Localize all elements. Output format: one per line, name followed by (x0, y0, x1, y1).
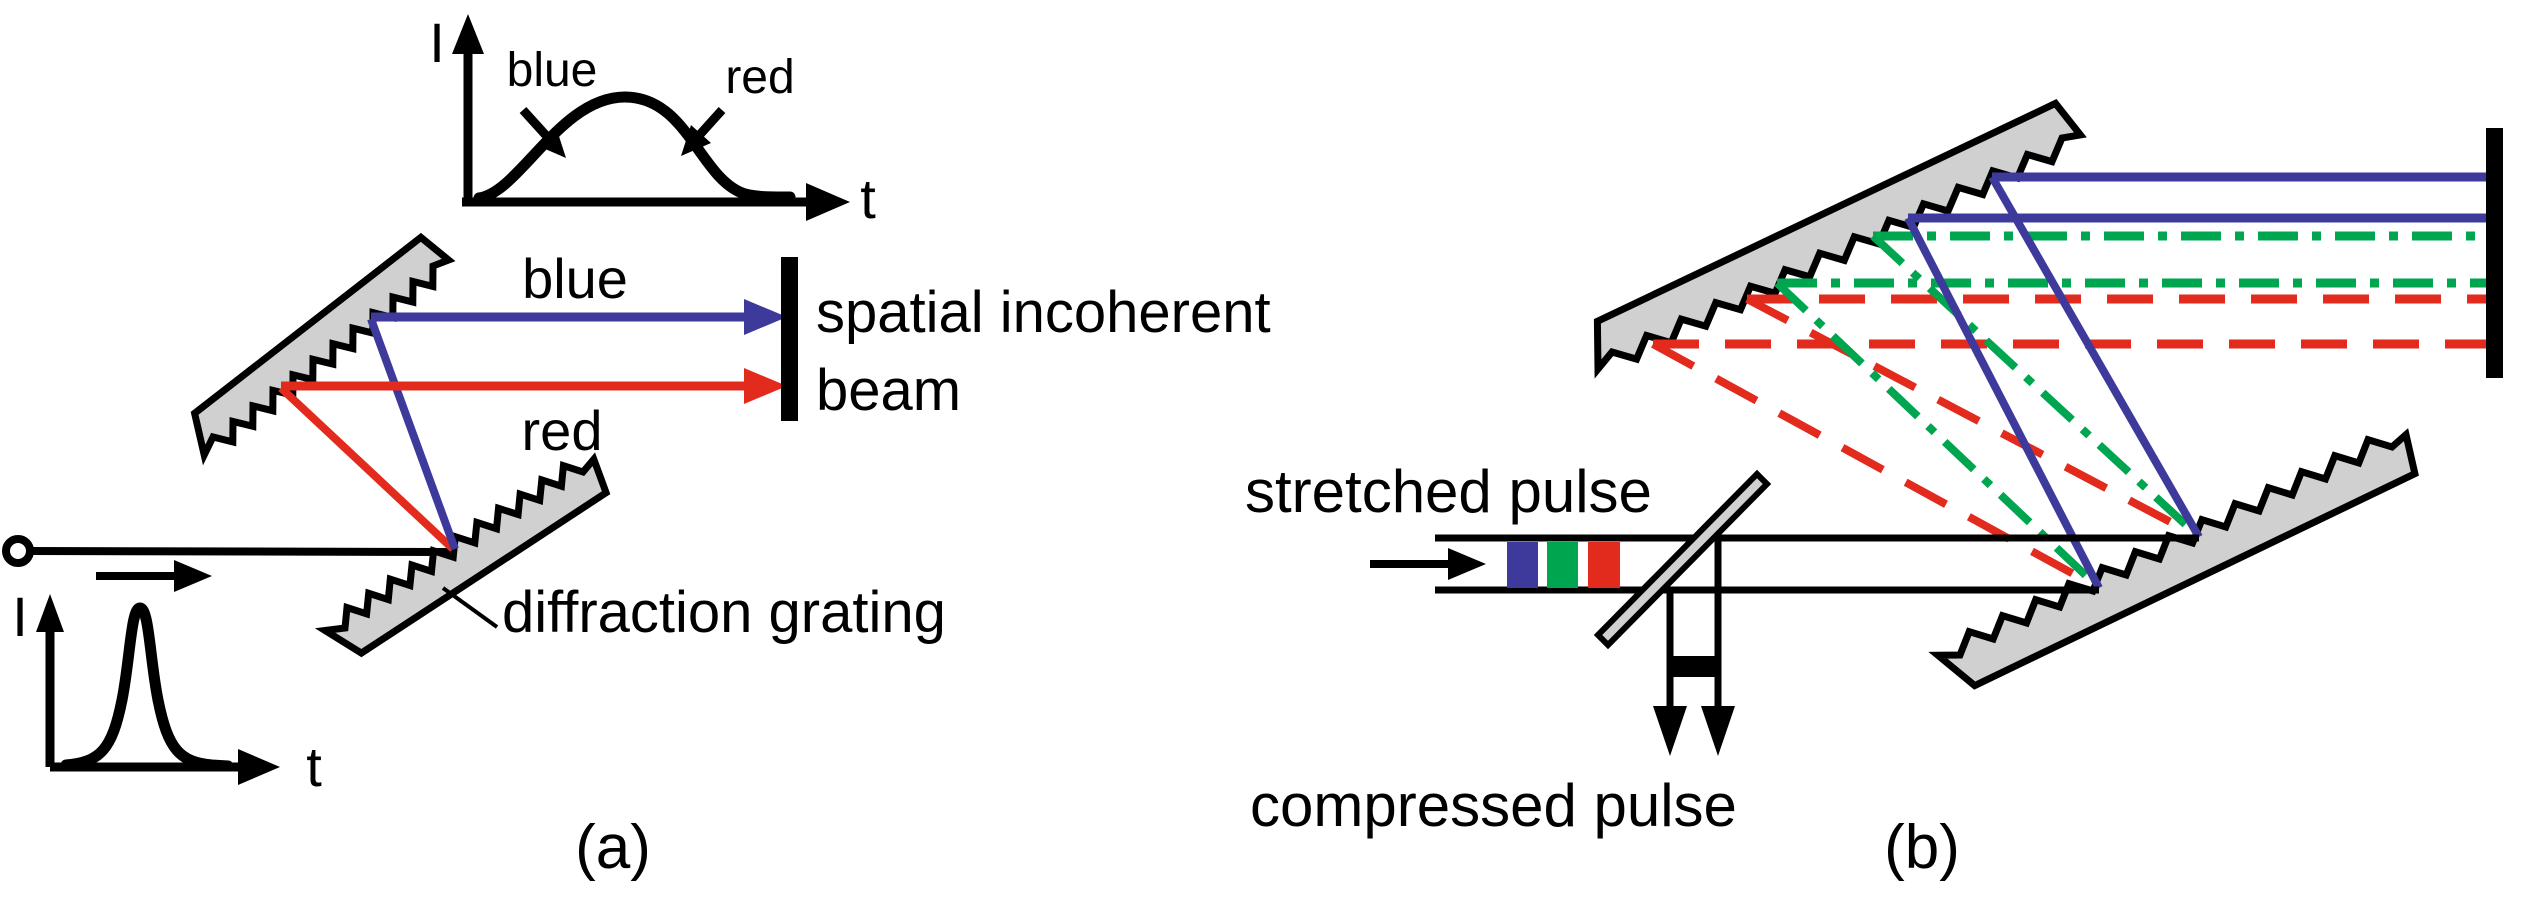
red-diagonal-upper (1745, 295, 2201, 541)
panel-a-bottom-pulse-plot: I t (12, 585, 322, 798)
screen-label-line2: beam (816, 358, 961, 423)
caption-a: (a) (575, 813, 651, 882)
y-axis-arrow-icon (452, 14, 484, 54)
y-axis-label: I (12, 585, 28, 648)
input-label: stretched pulse (1245, 458, 1652, 525)
narrow-pulse-curve (60, 602, 234, 772)
output-label: compressed pulse (1250, 772, 1737, 839)
diffraction-grating-upper (190, 232, 456, 466)
output-arrowhead-left-icon (1653, 706, 1687, 756)
blue-diagonal-ray (367, 317, 459, 551)
red-diagonal-ray (278, 385, 456, 552)
blue-edge-label: blue (507, 44, 598, 97)
input-beam-line (29, 547, 457, 556)
compressed-pulse-block (1670, 656, 1718, 677)
compressor-grating-bottom (1928, 428, 2419, 690)
x-axis-arrow-icon (806, 183, 850, 221)
panel-a-rays (278, 299, 787, 552)
blue-diagonal-upper (1988, 175, 2203, 539)
red-ray-label: red (522, 399, 603, 462)
panel-b-output-beam (1653, 538, 1735, 756)
red-edge-arrowhead-icon (681, 125, 711, 156)
y-axis-arrow-icon (36, 594, 64, 632)
source-point-icon (2, 535, 34, 567)
panel-a: I t blue red I t (2, 11, 1271, 882)
blue-ray-label: blue (522, 247, 628, 310)
green-diagonal-lower (1774, 280, 2102, 591)
output-arrowhead-right-icon (1701, 706, 1735, 756)
end-mirror-bar (2486, 128, 2503, 378)
panel-a-top-pulse-plot: I t blue red (429, 11, 876, 230)
red-pulse-slice (1588, 542, 1620, 588)
screen-label-line1: spatial incoherent (816, 280, 1271, 345)
x-axis-arrow-icon (238, 749, 280, 785)
input-arrowhead-icon (1448, 548, 1486, 580)
direction-arrowhead-icon (174, 560, 212, 592)
beamsplitter (1593, 469, 1772, 650)
red-edge-label: red (725, 51, 794, 104)
y-axis-label: I (429, 11, 445, 74)
blue-edge-arrowhead-icon (536, 127, 566, 158)
blue-ray-arrowhead-icon (744, 299, 787, 335)
compressor-grating-top (1593, 99, 2087, 379)
caption-b: (b) (1884, 813, 1960, 882)
blue-diagonal-lower (1904, 216, 2103, 590)
red-ray-arrowhead-icon (744, 368, 787, 404)
x-axis-label: t (306, 735, 322, 798)
grating-label: diffraction grating (502, 580, 946, 645)
diffraction-grating-lower (314, 452, 611, 658)
grating-pointer-line (441, 586, 499, 629)
screen-bar (781, 257, 798, 421)
panel-b-input-channel (1370, 534, 2199, 594)
red-diagonal-lower (1651, 340, 2101, 592)
panel-b: stretched pulse compressed pulse (b) (1245, 99, 2503, 882)
x-axis-label: t (860, 167, 876, 230)
panel-a-input-beam (2, 535, 457, 592)
green-diagonal-upper (1870, 233, 2202, 540)
green-pulse-slice (1547, 542, 1578, 588)
blue-pulse-slice (1507, 542, 1538, 588)
broad-pulse-curve (473, 91, 796, 204)
panel-b-horizontal-rays (1653, 172, 2486, 349)
